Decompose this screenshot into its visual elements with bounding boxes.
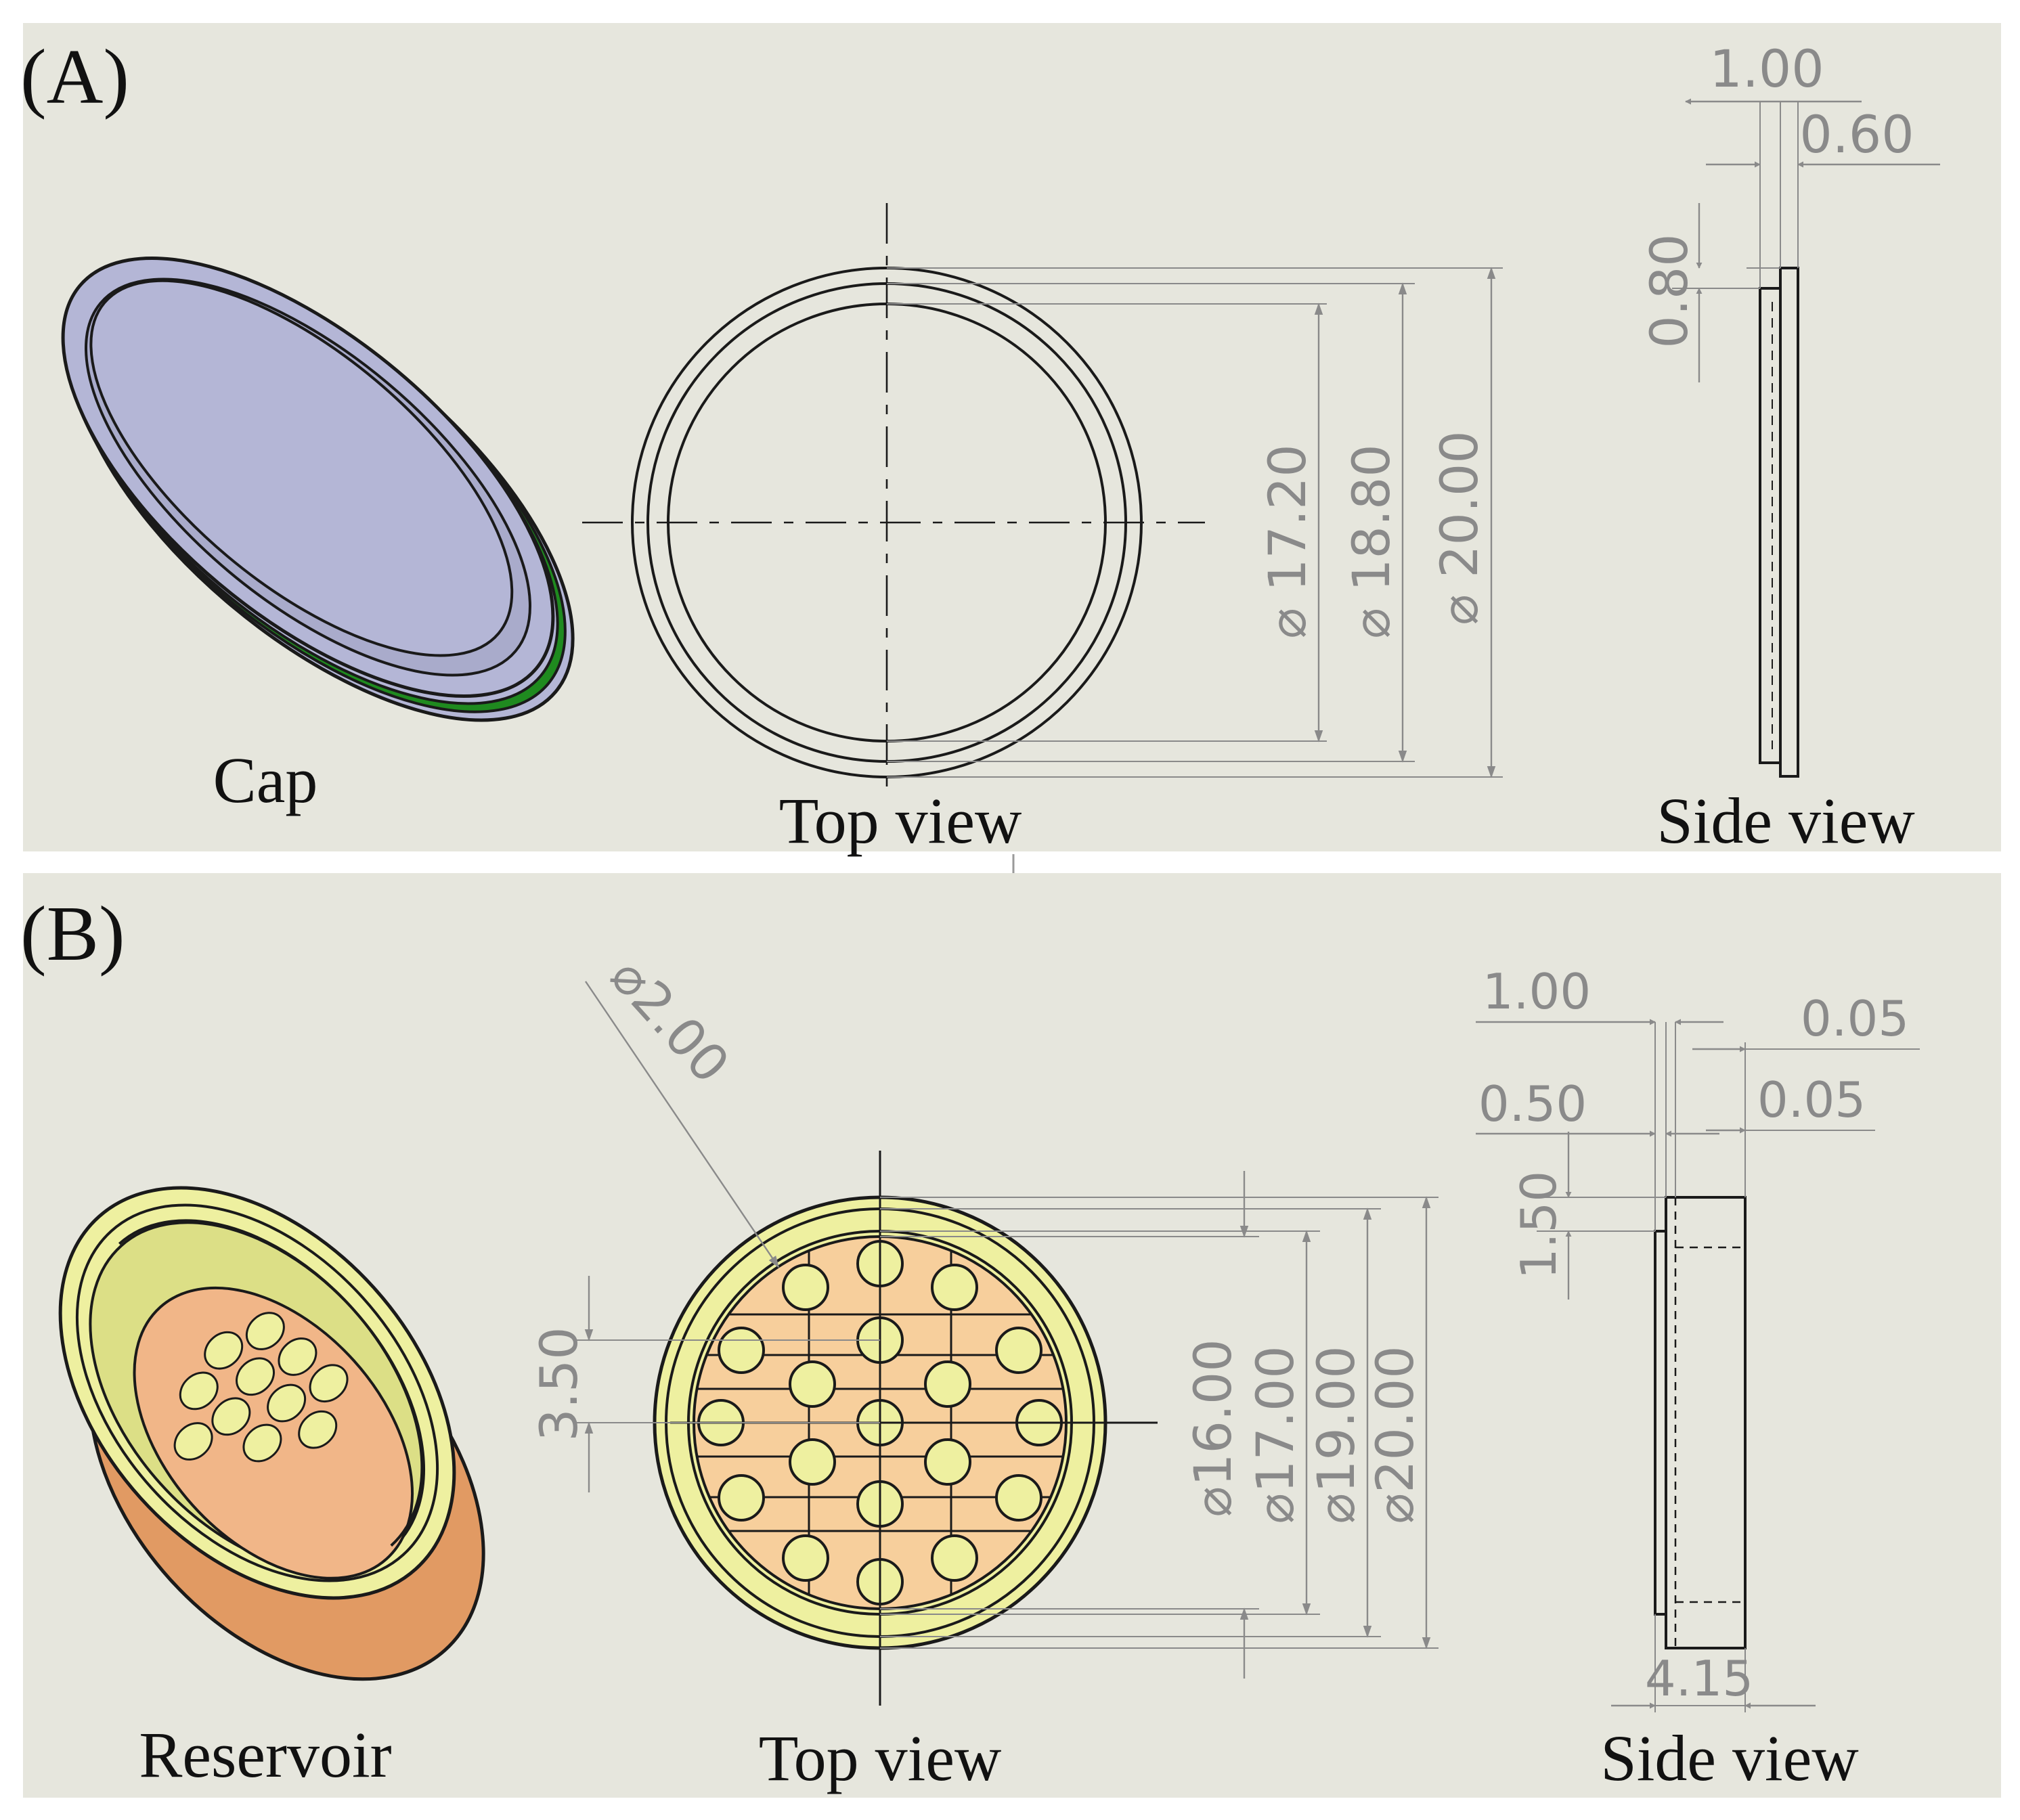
res-dim-0-05-top: 0.05 xyxy=(1801,990,1909,1047)
cap-dim-1-00: 1.00 xyxy=(1709,39,1824,99)
reservoir-side-view-drawing xyxy=(1654,1196,1747,1649)
res-dim-1-00: 1.00 xyxy=(1483,963,1591,1020)
res-dim-diameter-16-00: ⌀16.00 xyxy=(1183,1339,1243,1517)
cap-dim-diameter-17-20: ⌀ 17.20 xyxy=(1257,444,1317,639)
panel-b: (B) Reservoir xyxy=(20,873,2001,1798)
cap-top-view-label: Top view xyxy=(779,784,1022,857)
res-dim-pitch-3-50: 3.50 xyxy=(529,1327,589,1441)
cap-dim-diameter-18-80: ⌀ 18.80 xyxy=(1341,444,1401,639)
res-dim-1-50: 1.50 xyxy=(1510,1171,1567,1279)
cap-side-flange xyxy=(1779,267,1799,778)
reservoir-top-view-label: Top view xyxy=(759,1722,1002,1794)
res-dim-0-05-bottom: 0.05 xyxy=(1757,1071,1866,1128)
res-dim-0-50: 0.50 xyxy=(1478,1075,1587,1132)
cap-dim-0-80: 0.80 xyxy=(1639,234,1699,348)
cap-side-view-drawing xyxy=(1759,267,1799,778)
panel-b-letter: (B) xyxy=(20,891,125,977)
reservoir-side-body xyxy=(1665,1196,1747,1649)
reservoir-side-view-label: Side view xyxy=(1600,1722,1858,1794)
res-dim-diameter-19-00: ⌀19.00 xyxy=(1306,1346,1366,1524)
cap-side-view-label: Side view xyxy=(1656,784,1914,857)
res-dim-diameter-17-00: ⌀17.00 xyxy=(1245,1346,1305,1524)
panel-a: (A) Cap ⌀ 17. xyxy=(20,23,2001,857)
reservoir-side-dimensions: 1.00 0.05 0.50 0.05 1.50 4.15 xyxy=(1476,963,1920,1712)
cap-dim-diameter-20-00: ⌀ 20.00 xyxy=(1429,430,1489,625)
cap-dim-0-60: 0.60 xyxy=(1799,104,1914,164)
cap-side-dimensions: 1.00 0.60 0.80 xyxy=(1639,39,1940,382)
panel-a-letter: (A) xyxy=(20,34,129,120)
cap-diameter-dimensions: ⌀ 17.20 ⌀ 18.80 ⌀ 20.00 xyxy=(887,267,1503,778)
res-dim-4-15: 4.15 xyxy=(1645,1650,1753,1707)
reservoir-label: Reservoir xyxy=(139,1718,391,1791)
res-dim-diameter-20-00: ⌀20.00 xyxy=(1365,1346,1425,1524)
reservoir-isometric-illustration xyxy=(58,1186,485,1681)
cap-isometric-illustration xyxy=(61,257,575,722)
cap-label: Cap xyxy=(213,744,318,816)
